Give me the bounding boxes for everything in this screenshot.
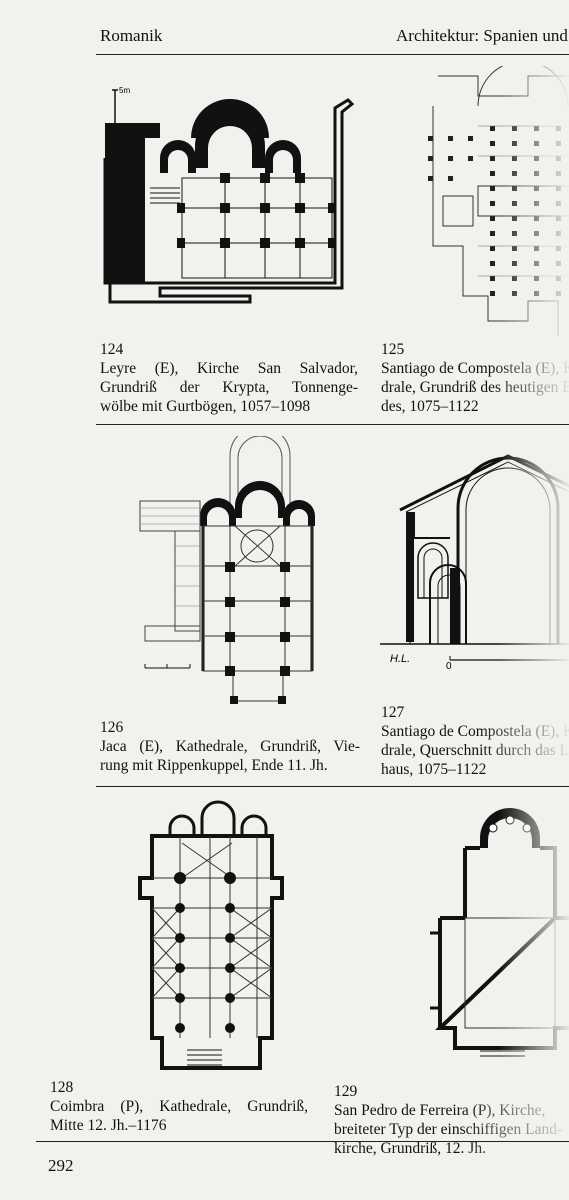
caption-line: des, 1075–1122 <box>381 398 479 415</box>
fig124-scale-label: 5m <box>119 86 130 95</box>
figure-number: 126 <box>100 719 124 736</box>
section-rule <box>96 786 569 787</box>
caption-line: Grundriß der Krypta, Tonnenge- <box>100 379 358 396</box>
caption-line: breiteter Typ der einschiffigen Land- <box>334 1121 563 1138</box>
caption-124: 124 Leyre (E), Kirche San Salvador, Grun… <box>100 340 358 416</box>
figure-129-ferreira-plan <box>425 798 569 1063</box>
figure-126-jaca-plan <box>135 436 315 711</box>
caption-line: Leyre (E), Kirche San Salvador, <box>100 360 358 377</box>
caption-126: 126 Jaca (E), Kathedrale, Grundriß, Vie-… <box>100 718 360 775</box>
figure-number: 128 <box>50 1079 74 1096</box>
caption-line: drale, Querschnitt durch das Lang- <box>381 742 569 759</box>
section-rule <box>96 424 569 425</box>
fig127-signature: H.L. <box>390 653 410 665</box>
caption-line: rung mit Rippenkuppel, Ende 11. Jh. <box>100 757 328 774</box>
figure-124-crypt-plan: 5m 0 <box>100 78 362 308</box>
caption-line: Jaca (E), Kathedrale, Grundriß, Vie- <box>100 738 360 755</box>
figure-number: 125 <box>381 341 405 358</box>
caption-line: Santiago de Compostela (E), Kathe- <box>381 723 569 740</box>
running-header-left: Romanik <box>100 26 163 45</box>
figure-125-cathedral-plan <box>418 66 569 336</box>
header-rule <box>96 54 569 55</box>
caption-line: Santiago de Compostela (E), Kathe- <box>381 360 569 377</box>
figure-128-coimbra-plan <box>132 798 292 1073</box>
figure-number: 127 <box>381 704 405 721</box>
caption-line: haus, 1075–1122 <box>381 761 487 778</box>
caption-line: wölbe mit Gurtbögen, 1057–1098 <box>100 398 311 415</box>
figure-127-cross-section: H.L. 0 <box>380 448 569 673</box>
caption-line: Mitte 12. Jh.–1176 <box>50 1117 167 1134</box>
caption-line: drale, Grundriß des heutigen Baus- <box>381 379 569 396</box>
page-number: 292 <box>48 1156 74 1175</box>
caption-line: Coimbra (P), Kathedrale, Grundriß, <box>50 1098 308 1115</box>
caption-line: kirche, Grundriß, 12. Jh. <box>334 1140 486 1157</box>
caption-line: San Pedro de Ferreira (P), Kirche, <box>334 1102 546 1119</box>
caption-127: 127 Santiago de Compostela (E), Kathe- d… <box>381 703 569 779</box>
figure-number: 129 <box>334 1083 358 1100</box>
figure-number: 124 <box>100 341 124 358</box>
caption-128: 128 Coimbra (P), Kathedrale, Grundriß, M… <box>50 1078 308 1135</box>
caption-125: 125 Santiago de Compostela (E), Kathe- d… <box>381 340 569 416</box>
running-header-right: Architektur: Spanien und <box>396 26 568 45</box>
fig127-scale-label: 0 <box>446 661 452 672</box>
caption-129: 129 San Pedro de Ferreira (P), Kirche, b… <box>334 1082 569 1158</box>
footer-rule <box>36 1141 569 1142</box>
